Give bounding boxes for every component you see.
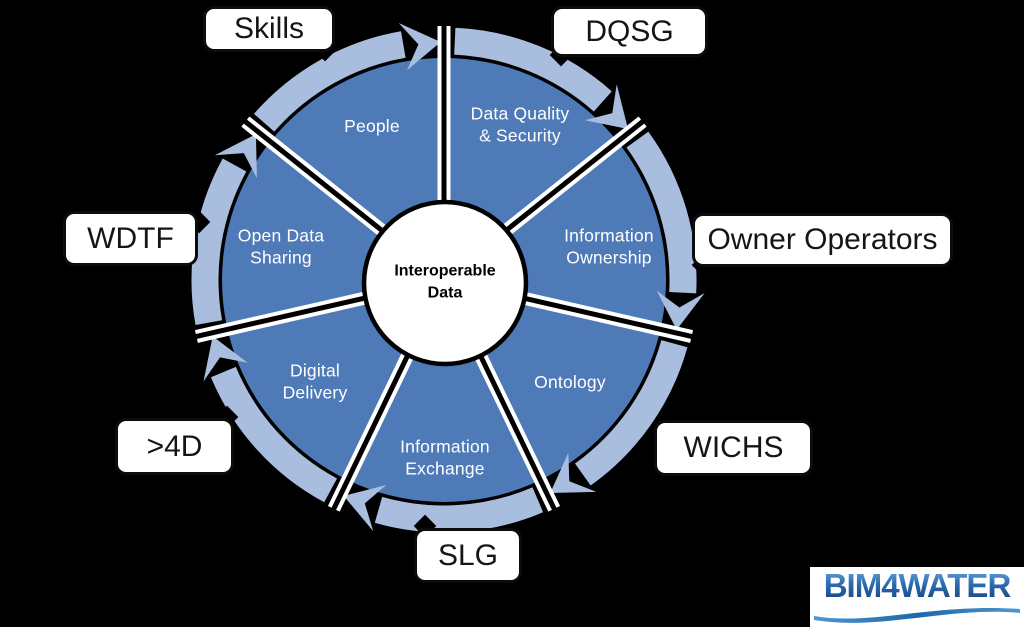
segment-divider-gap-6 xyxy=(243,119,407,251)
segment-label-ontology: Ontology xyxy=(534,371,606,392)
segment-divider-gap-5 xyxy=(194,288,396,340)
segment-label-open-data-sharing: Open Data Sharing xyxy=(237,225,325,268)
hub-circle xyxy=(361,199,529,367)
ring-arrowhead-icon-2 xyxy=(550,452,597,493)
segment-label-information-ownership: Information Ownership xyxy=(564,225,654,268)
callout-owner-operators: Owner Operators xyxy=(692,213,953,267)
ring-arc-2 xyxy=(574,339,688,486)
callout-dqsg: DQSG xyxy=(551,6,708,57)
segment-label-information-exchange: Information Exchange xyxy=(400,436,490,479)
bim4water-logo: BIM4WATER xyxy=(810,567,1024,627)
ring-arrowhead-icon-1 xyxy=(656,290,705,330)
callout-wdtf: WDTF xyxy=(63,211,198,266)
hub-label: Interoperable Data xyxy=(394,262,496,301)
ring-arc-4 xyxy=(210,366,338,503)
ring-arc-3 xyxy=(374,487,544,533)
logo-wave-icon xyxy=(814,607,1020,623)
callout-4d: >4D xyxy=(115,418,234,475)
ring-arc-0 xyxy=(453,27,612,112)
ring-arrowhead-icon-3 xyxy=(343,485,387,532)
segment-label-data-quality-security: Data Quality & Security xyxy=(470,103,570,146)
ring-arc-5 xyxy=(191,158,247,325)
ring-arrowhead-icon-6 xyxy=(398,23,441,71)
callout-wichs: WICHS xyxy=(654,420,813,476)
ring-arc-1 xyxy=(626,131,697,294)
ring-arc-6 xyxy=(253,31,406,132)
ring-arrowhead-icon-0 xyxy=(584,84,628,129)
logo-text: BIM4WATER xyxy=(810,568,1024,604)
callout-skills: Skills xyxy=(203,6,335,52)
segment-label-people: People xyxy=(344,115,400,136)
segment-divider-gap-1 xyxy=(481,119,645,251)
callout-slg: SLG xyxy=(414,528,522,583)
ring-arrowhead-icon-5 xyxy=(214,134,257,179)
segment-label-digital-delivery: Digital Delivery xyxy=(282,360,348,403)
ring-arrowhead-icon-4 xyxy=(203,336,248,382)
